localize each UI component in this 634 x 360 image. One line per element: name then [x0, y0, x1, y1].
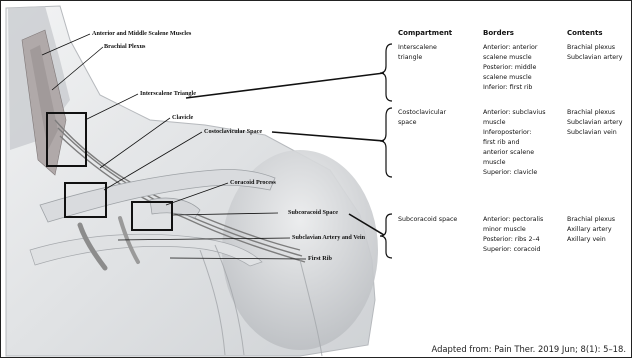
row1-borders: Anterior: anterior scalene muscle Poster…: [483, 43, 537, 93]
row3-compartment-line1: Subcoracoid space: [398, 215, 457, 225]
row1-compartment-line2: triangle: [398, 53, 437, 63]
label-subclavian-artery-vein: Subclavian Artery and Vein: [292, 235, 365, 241]
row2-borders-line1: Anterior: subclavius: [483, 108, 546, 118]
row3-contents-line1: Brachial plexus: [567, 215, 615, 225]
row2-borders: Anterior: subclavius muscle Inferoposter…: [483, 108, 546, 178]
row1-compartment: Interscalene triangle: [398, 43, 437, 63]
row3-contents-line3: Axillary vein: [567, 235, 615, 245]
row2-borders-line6: muscle: [483, 158, 546, 168]
label-clavicle: Clavicle: [172, 115, 193, 121]
row1-contents-line2: Subclavian artery: [567, 53, 623, 63]
row2-contents-line1: Brachial plexus: [567, 108, 623, 118]
row2-compartment-line1: Costoclavicular: [398, 108, 446, 118]
brace-interscalene: [380, 44, 392, 101]
header-borders: Borders: [483, 29, 514, 37]
row1-borders-line4: scalene muscle: [483, 73, 537, 83]
label-subcoracoid-space: Subcoracoid Space: [288, 210, 338, 216]
row2-compartment-line2: space: [398, 118, 446, 128]
row1-contents-line1: Brachial plexus: [567, 43, 623, 53]
row3-borders-line3: Posterior: ribs 2–4: [483, 235, 543, 245]
label-interscalene-triangle: Interscalene Triangle: [140, 91, 196, 97]
label-scalene-muscles: Anterior and Middle Scalene Muscles: [92, 31, 191, 37]
row2-contents-line3: Subclavian vein: [567, 128, 623, 138]
source-credit: Adapted from: Pain Ther. 2019 Jun; 8(1):…: [432, 344, 626, 354]
label-first-rib: First Rib: [308, 256, 332, 262]
row3-contents: Brachial plexus Axillary artery Axillary…: [567, 215, 615, 245]
row1-compartment-line1: Interscalene: [398, 43, 437, 53]
row2-borders-line7: Superior: clavicle: [483, 168, 546, 178]
row1-contents: Brachial plexus Subclavian artery: [567, 43, 623, 63]
row3-borders-line2: minor muscle: [483, 225, 543, 235]
row2-borders-line5: anterior scalene: [483, 148, 546, 158]
row3-contents-line2: Axillary artery: [567, 225, 615, 235]
label-brachial-plexus: Brachial Plexus: [104, 44, 145, 50]
row3-borders: Anterior: pectoralis minor muscle Poster…: [483, 215, 543, 255]
row2-borders-line4: first rib and: [483, 138, 546, 148]
row1-borders-line2: scalene muscle: [483, 53, 537, 63]
label-costoclavicular-space: Costoclavicular Space: [204, 129, 262, 135]
row2-contents: Brachial plexus Subclavian artery Subcla…: [567, 108, 623, 138]
label-coracoid-process: Coracoid Process: [230, 180, 276, 186]
row1-borders-line5: Inferior: first rib: [483, 83, 537, 93]
row2-borders-line2: muscle: [483, 118, 546, 128]
row2-compartment: Costoclavicular space: [398, 108, 446, 128]
row2-contents-line2: Subclavian artery: [567, 118, 623, 128]
row1-borders-line1: Anterior: anterior: [483, 43, 537, 53]
brace-costoclavicular: [380, 108, 392, 177]
row3-borders-line1: Anterior: pectoralis: [483, 215, 543, 225]
row3-borders-line4: Superior: coracoid: [483, 245, 543, 255]
brace-subcoracoid: [380, 214, 392, 258]
header-compartment: Compartment: [398, 29, 452, 37]
row1-borders-line3: Posterior: middle: [483, 63, 537, 73]
row3-compartment: Subcoracoid space: [398, 215, 457, 225]
header-contents: Contents: [567, 29, 603, 37]
row2-borders-line3: Inferoposterior:: [483, 128, 546, 138]
